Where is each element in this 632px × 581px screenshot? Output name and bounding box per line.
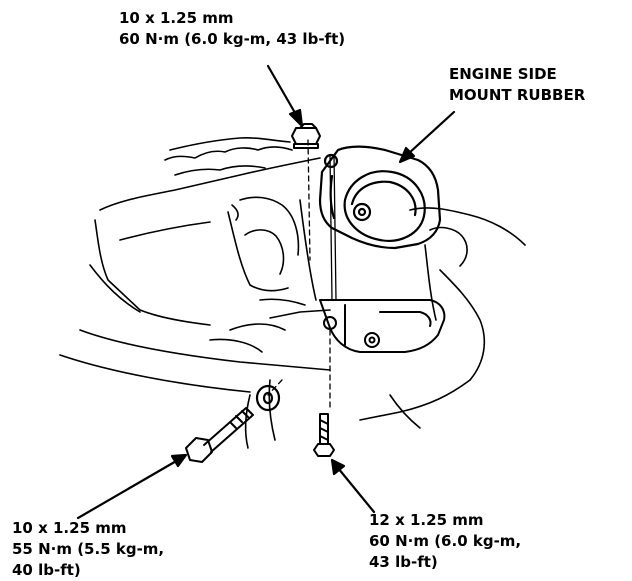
top-nut-torque: 60 N·m (6.0 kg-m, 43 lb-ft) xyxy=(119,30,346,48)
left-bolt xyxy=(185,407,254,463)
right-bolt-callout: 12 x 1.25 mm 60 N·m (6.0 kg-m, 43 lb-ft) xyxy=(369,510,521,573)
leader-arrows xyxy=(76,64,456,520)
washer xyxy=(255,384,281,412)
mount-rubber xyxy=(318,145,442,250)
arrow-head-mount xyxy=(398,146,416,164)
left-bolt-size: 10 x 1.25 mm xyxy=(12,519,127,537)
top-nut-callout: 10 x 1.25 mm 60 N·m (6.0 kg-m, 43 lb-ft) xyxy=(119,8,345,50)
left-bolt-callout: 10 x 1.25 mm 55 N·m (5.5 kg-m, 40 lb-ft) xyxy=(12,518,164,581)
top-nut xyxy=(291,123,321,149)
engine-block xyxy=(59,137,526,449)
mount-callout: ENGINE SIDE MOUNT RUBBER xyxy=(449,64,585,106)
mount-label-line1: ENGINE SIDE xyxy=(449,65,557,83)
mount-label-line2: MOUNT RUBBER xyxy=(449,86,586,104)
arrow-head-right xyxy=(330,458,346,476)
right-bolt-torque-2: 43 lb-ft) xyxy=(369,553,438,571)
mount-bracket xyxy=(319,299,446,353)
right-bolt-torque-1: 60 N·m (6.0 kg-m, xyxy=(369,532,522,550)
right-bolt-size: 12 x 1.25 mm xyxy=(369,511,484,529)
arrow-head-top xyxy=(288,108,304,128)
right-bolt xyxy=(313,413,335,457)
top-nut-size: 10 x 1.25 mm xyxy=(119,9,234,27)
left-bolt-torque-2: 40 lb-ft) xyxy=(12,561,81,579)
arrow-head-left xyxy=(170,453,188,468)
left-bolt-torque-1: 55 N·m (5.5 kg-m, xyxy=(12,540,165,558)
